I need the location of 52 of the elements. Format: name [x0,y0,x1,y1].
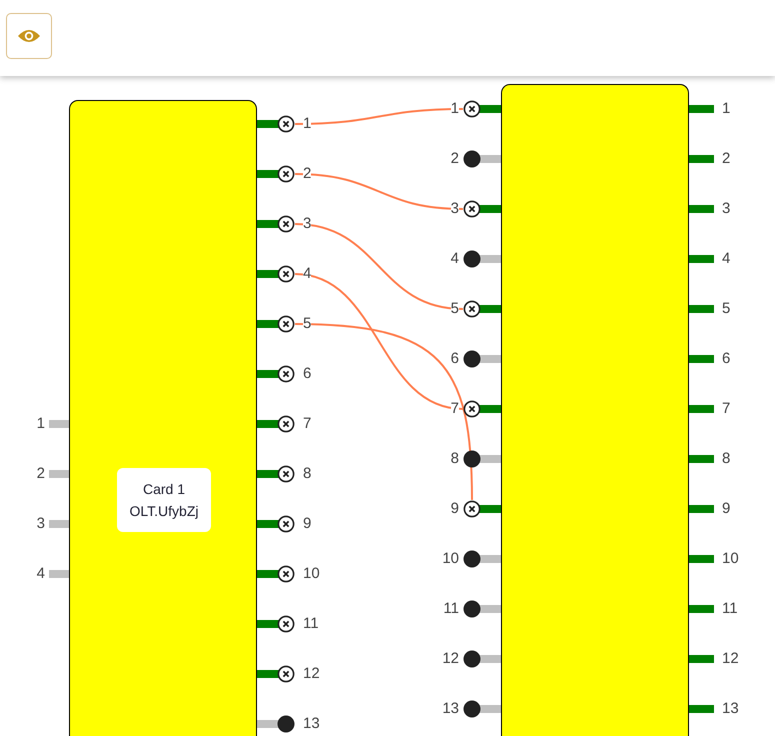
port-connector [257,715,295,733]
port-connector [463,650,501,668]
patch-cable [294,323,473,500]
port-connector [463,300,501,318]
port-connector [257,365,295,383]
port-connector [463,350,501,368]
port-connector [689,305,714,313]
patch-cable [294,273,464,410]
port-connector [257,465,295,483]
port-connector [689,605,714,613]
port-connector [689,155,714,163]
port-connector [49,420,69,428]
patch-cable [294,223,464,310]
card-id: OLT.UfybZj [130,503,198,519]
card-panel [69,100,257,736]
card-name: Card 1 [142,481,186,497]
port-connector [257,415,295,433]
port-connector [463,500,501,518]
port-connector [689,655,714,663]
port-connector [463,700,501,718]
port-connector [257,565,295,583]
port-connector [463,450,501,468]
port-connector [49,470,69,478]
port-connector [257,665,295,683]
port-connector [689,505,714,513]
port-connector [257,515,295,533]
port-connector [463,100,501,118]
patch-cable [294,173,464,210]
port-connector [463,400,501,418]
port-connector [689,705,714,713]
port-connector [49,570,69,578]
card-panel [501,84,689,736]
port-connector [689,455,714,463]
port-connector [257,215,295,233]
port-connector [257,115,295,133]
port-connector [463,600,501,618]
patch-cable [294,108,464,125]
port-connector [257,615,295,633]
port-connector [257,265,295,283]
port-connector [689,205,714,213]
port-connector [689,555,714,563]
port-connector [257,165,295,183]
port-connector [689,255,714,263]
port-connector [463,250,501,268]
port-connector [463,150,501,168]
port-connector [689,405,714,413]
port-connector [257,315,295,333]
port-connector [463,550,501,568]
port-connector [463,200,501,218]
port-connector [689,105,714,113]
port-connector [49,520,69,528]
port-connector [689,355,714,363]
